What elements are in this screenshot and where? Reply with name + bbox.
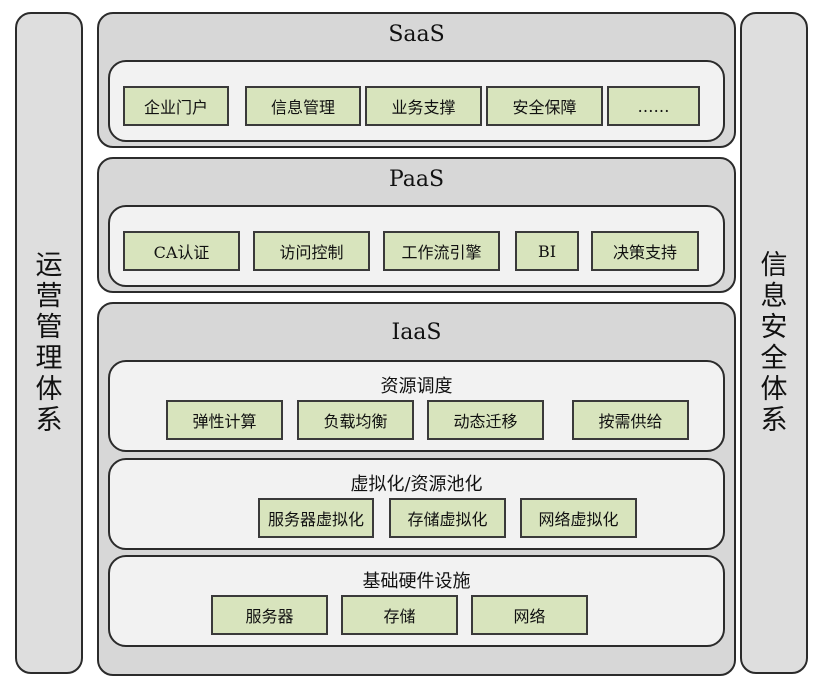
operations-management-panel: 运营管理体系 — [15, 12, 83, 674]
hardware-infrastructure-group: 基础硬件设施 服务器 存储 网络 — [108, 555, 725, 647]
saas-item-business-support: 业务支撑 — [365, 86, 482, 126]
iaas-layer: IaaS 资源调度 弹性计算 负载均衡 动态迁移 按需供给 虚拟化/资源池化 服… — [97, 302, 736, 676]
resource-scheduling-title: 资源调度 — [380, 376, 453, 397]
saas-layer: SaaS 企业门户 信息管理 业务支撑 安全保障 …… — [97, 12, 736, 148]
paas-item-decision-support: 决策支持 — [591, 231, 699, 271]
saas-title: SaaS — [388, 22, 445, 47]
hardware-item-storage: 存储 — [341, 595, 458, 635]
paas-inner: CA认证 访问控制 工作流引擎 BI 决策支持 — [108, 205, 725, 287]
virtualization-item-storage: 存储虚拟化 — [389, 498, 506, 538]
hardware-infrastructure-title: 基础硬件设施 — [362, 571, 471, 592]
iaas-title: IaaS — [391, 320, 442, 345]
paas-item-access-control: 访问控制 — [253, 231, 370, 271]
virtualization-item-network: 网络虚拟化 — [520, 498, 637, 538]
operations-management-label: 运营管理体系 — [35, 250, 63, 436]
virtualization-group: 虚拟化/资源池化 服务器虚拟化 存储虚拟化 网络虚拟化 — [108, 458, 725, 550]
saas-item-enterprise-portal: 企业门户 — [123, 86, 229, 126]
paas-item-ca-auth: CA认证 — [123, 231, 240, 271]
paas-item-bi: BI — [515, 231, 579, 271]
virtualization-item-server: 服务器虚拟化 — [258, 498, 374, 538]
paas-title: PaaS — [388, 167, 445, 192]
scheduling-item-elastic-compute: 弹性计算 — [166, 400, 283, 440]
paas-layer: PaaS CA认证 访问控制 工作流引擎 BI 决策支持 — [97, 157, 736, 293]
saas-item-information-management: 信息管理 — [245, 86, 361, 126]
hardware-item-server: 服务器 — [211, 595, 328, 635]
resource-scheduling-group: 资源调度 弹性计算 负载均衡 动态迁移 按需供给 — [108, 360, 725, 452]
scheduling-item-load-balancing: 负载均衡 — [297, 400, 414, 440]
information-security-panel: 信息安全体系 — [740, 12, 808, 674]
scheduling-item-on-demand: 按需供给 — [572, 400, 689, 440]
saas-item-security-assurance: 安全保障 — [486, 86, 603, 126]
saas-item-more: …… — [607, 86, 700, 126]
information-security-label: 信息安全体系 — [760, 250, 788, 436]
saas-inner: 企业门户 信息管理 业务支撑 安全保障 …… — [108, 60, 725, 142]
paas-item-workflow-engine: 工作流引擎 — [383, 231, 500, 271]
hardware-item-network: 网络 — [471, 595, 588, 635]
scheduling-item-dynamic-migration: 动态迁移 — [427, 400, 544, 440]
virtualization-title: 虚拟化/资源池化 — [350, 474, 483, 495]
